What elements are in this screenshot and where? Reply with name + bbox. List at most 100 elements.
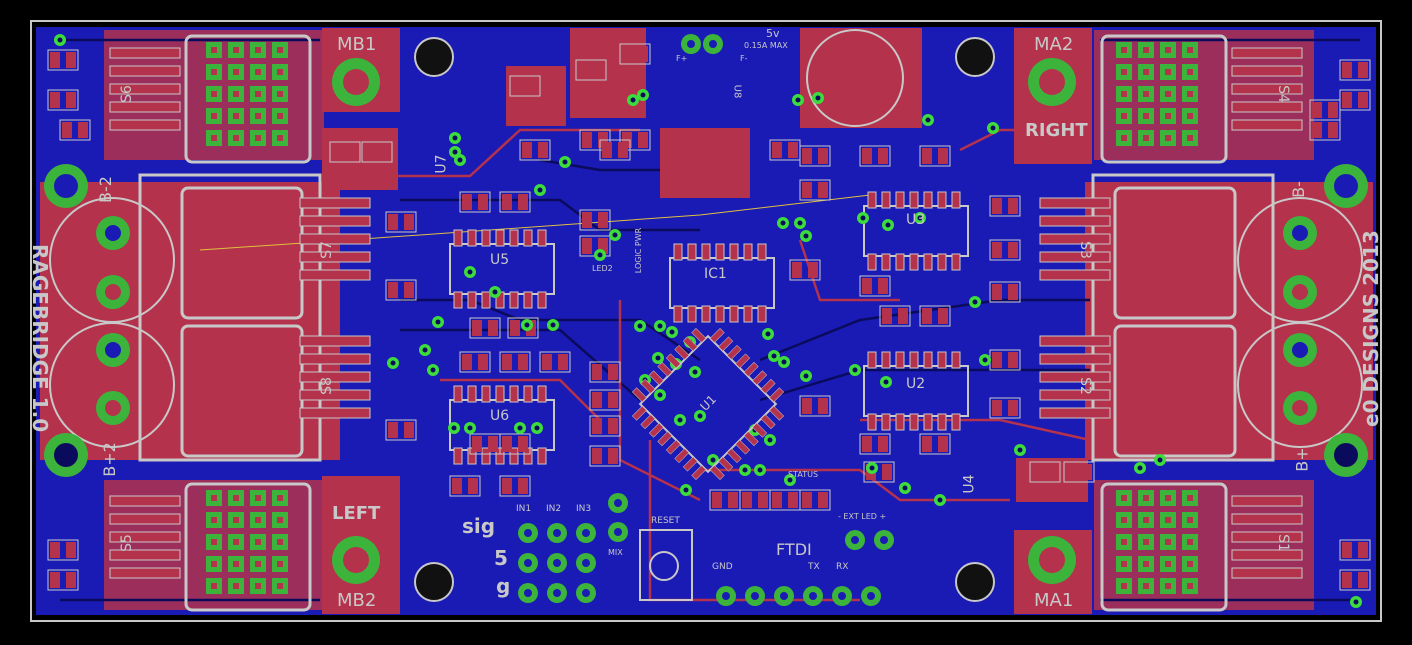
mosfet-pad-grid — [250, 512, 266, 528]
mosfet-pad-grid — [1160, 42, 1176, 58]
mosfet-pad-grid — [1160, 130, 1176, 146]
mosfet-pad-grid — [228, 108, 244, 124]
mosfet-pad-grid — [1160, 578, 1176, 594]
mosfet-pad-grid — [1160, 534, 1176, 550]
via — [754, 464, 766, 476]
mosfet-legs — [109, 567, 181, 579]
via — [464, 266, 476, 278]
smd-passive — [509, 75, 541, 97]
mosfet-pad-grid — [206, 64, 222, 80]
mosfet-legs — [109, 531, 181, 543]
smd-passive — [579, 209, 611, 231]
via — [762, 328, 774, 340]
via — [987, 122, 999, 134]
smd-passive — [361, 141, 393, 163]
reset-button — [639, 529, 693, 601]
mosfet-pad-grid — [250, 108, 266, 124]
smd-passive — [1339, 569, 1371, 591]
mosfet-pad-grid — [272, 42, 288, 58]
mosfet-pad-grid — [206, 534, 222, 550]
mosfet-pad-grid — [272, 86, 288, 102]
mosfet-legs — [1039, 353, 1111, 365]
mosfet-pad-grid — [228, 86, 244, 102]
mosfet-legs — [1039, 233, 1111, 245]
smd-passive — [859, 145, 891, 167]
mosfet-pad-grid — [272, 64, 288, 80]
smd-passive — [589, 389, 621, 411]
via — [449, 132, 461, 144]
smd-passive — [385, 279, 417, 301]
mosfet-legs — [1231, 65, 1303, 77]
mosfet-pad-grid — [1182, 86, 1198, 102]
smd-passive — [1339, 59, 1371, 81]
via — [914, 212, 926, 224]
qfp-pin — [718, 456, 734, 472]
smd-passive — [989, 397, 1021, 419]
signal-header-pin — [518, 583, 538, 603]
smd-passive — [385, 211, 417, 233]
qfp-pin — [709, 327, 725, 343]
smd-passive — [47, 569, 79, 591]
smd-passive — [769, 139, 801, 161]
via — [637, 89, 649, 101]
smd-passive — [1063, 461, 1095, 483]
mosfet-legs — [1039, 407, 1111, 419]
via — [979, 354, 991, 366]
qfp-pin — [691, 327, 707, 343]
via — [866, 462, 878, 474]
mosfet-pad-grid — [1116, 42, 1132, 58]
via — [448, 422, 460, 434]
mosfet-legs — [109, 549, 181, 561]
via — [812, 92, 824, 104]
smd-passive — [989, 239, 1021, 261]
smd-passive — [589, 361, 621, 383]
mosfet-pad-grid — [228, 534, 244, 550]
qfp-pin — [682, 456, 698, 472]
motor-terminals — [332, 58, 1076, 584]
smd-passive — [619, 43, 651, 65]
mosfet-pad-grid — [1116, 108, 1132, 124]
mosfet-pad-grid — [1116, 64, 1132, 80]
mosfet-pad-grid — [1182, 490, 1198, 506]
via — [514, 422, 526, 434]
mosfet-pad-grid — [206, 512, 222, 528]
smd-passive — [859, 433, 891, 455]
signal-header-pin — [547, 583, 567, 603]
mosfet-legs — [1039, 389, 1111, 401]
mosfet-pad-grid — [1182, 578, 1198, 594]
smd-passive — [539, 351, 571, 373]
via — [531, 422, 543, 434]
mosfet-pad-grid — [250, 86, 266, 102]
via — [432, 316, 444, 328]
via — [1154, 454, 1166, 466]
via — [857, 212, 869, 224]
via — [880, 376, 892, 388]
mosfet-pad-grid — [1182, 64, 1198, 80]
smd-passive — [499, 475, 531, 497]
mosfet-pad-grid — [1116, 578, 1132, 594]
smd-passive — [449, 475, 481, 497]
qfp-pin — [752, 422, 768, 438]
mosfet-pad-grid — [1116, 490, 1132, 506]
via — [689, 366, 701, 378]
via — [680, 484, 692, 496]
mosfet-pad-grid — [228, 556, 244, 572]
signal-header-pin — [518, 553, 538, 573]
qfp-pin — [640, 414, 656, 430]
mosfet-legs — [1231, 513, 1303, 525]
mosfet-pad-grid — [1138, 86, 1154, 102]
mosfet-pad-grid — [1160, 512, 1176, 528]
mosfet-legs — [109, 83, 181, 95]
mosfet-pad-grid — [272, 534, 288, 550]
mosfet-pad-grid — [1182, 130, 1198, 146]
smd-passive — [989, 281, 1021, 303]
fan-header-pin — [703, 34, 723, 54]
mosfet-legs — [109, 495, 181, 507]
mosfet-pad-grid — [206, 108, 222, 124]
mosfet-legs — [299, 389, 371, 401]
mosfet-pad-grid — [1138, 64, 1154, 80]
mosfet-legs — [299, 233, 371, 245]
mosfet-legs — [1039, 197, 1111, 209]
smd-passive — [59, 119, 91, 141]
mosfet-legs — [299, 215, 371, 227]
